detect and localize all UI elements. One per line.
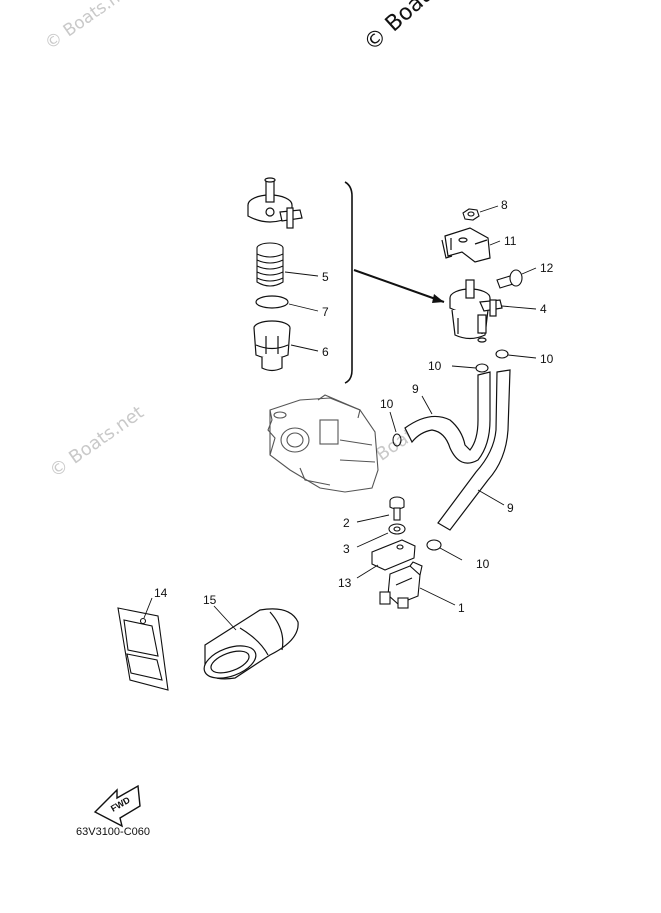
group-leader-arrowhead bbox=[432, 294, 444, 303]
leader-11 bbox=[489, 240, 501, 246]
leader-10d bbox=[439, 547, 463, 561]
bracket-screw bbox=[496, 269, 523, 289]
leader-13 bbox=[356, 564, 379, 579]
decal-sheet bbox=[117, 607, 169, 691]
leader-9a bbox=[421, 395, 433, 415]
callout-9-upper: 9 bbox=[412, 382, 419, 396]
fuel-filter-cap bbox=[247, 177, 303, 229]
callout-labels: 1 2 3 4 5 6 7 8 9 9 10 10 10 10 11 12 13… bbox=[154, 198, 554, 615]
leader-14 bbox=[143, 597, 153, 619]
leader-10c bbox=[389, 411, 397, 433]
callout-7: 7 bbox=[322, 305, 329, 319]
filter-element bbox=[256, 242, 284, 287]
carburetor-body bbox=[267, 394, 379, 493]
callout-10-right: 10 bbox=[540, 352, 554, 366]
nut bbox=[462, 208, 480, 221]
fuel-hose-upper bbox=[404, 371, 491, 464]
callout-6: 6 bbox=[322, 345, 329, 359]
hose-clip-c bbox=[392, 433, 402, 447]
callout-8: 8 bbox=[501, 198, 508, 212]
leader-1 bbox=[419, 587, 456, 606]
diagram-code: 63V3100-C060 bbox=[76, 826, 150, 838]
leader-3 bbox=[356, 532, 389, 548]
watermark-text: © Boats.net bbox=[46, 402, 148, 482]
leader-15 bbox=[213, 605, 237, 631]
forward-arrow: FWD bbox=[93, 784, 141, 828]
filter-cup bbox=[253, 320, 291, 372]
watermark-top-center: © Boats.n bbox=[359, 0, 459, 56]
leader-2 bbox=[356, 514, 390, 523]
bolt bbox=[389, 496, 405, 521]
leader-9b bbox=[477, 489, 505, 506]
intake-boot bbox=[203, 608, 299, 680]
leader-8 bbox=[479, 205, 499, 213]
callout-10-carb: 10 bbox=[380, 397, 394, 411]
watermark-text: © Boats.n bbox=[41, 0, 123, 54]
callout-5: 5 bbox=[322, 270, 329, 284]
callout-12: 12 bbox=[540, 261, 554, 275]
leader-5 bbox=[284, 271, 319, 277]
solenoid-valve bbox=[379, 561, 423, 609]
leader-7 bbox=[288, 303, 319, 312]
leader-12 bbox=[521, 267, 537, 275]
callout-3: 3 bbox=[343, 542, 350, 556]
o-ring bbox=[255, 295, 289, 309]
hose-clip-b bbox=[475, 363, 489, 373]
watermark-mid-left: © Boats.net bbox=[46, 402, 148, 482]
leader-10b bbox=[451, 365, 477, 369]
leader-10a bbox=[507, 354, 537, 359]
callout-2: 2 bbox=[343, 516, 350, 530]
callout-9-lower: 9 bbox=[507, 501, 514, 515]
hose-clip-d bbox=[426, 539, 442, 551]
watermark-text: © Boats.n bbox=[359, 0, 459, 56]
group-leader-arrow bbox=[353, 269, 445, 303]
fuel-hose-long bbox=[437, 369, 511, 531]
leader-6 bbox=[290, 344, 319, 352]
callout-4: 4 bbox=[540, 302, 547, 316]
washer bbox=[388, 523, 406, 535]
leader-4 bbox=[501, 305, 537, 310]
fuel-filter-assembly bbox=[449, 279, 503, 343]
callout-10-left: 10 bbox=[428, 359, 442, 373]
callout-13: 13 bbox=[338, 576, 352, 590]
callout-14: 14 bbox=[154, 586, 168, 600]
hose-clip-a bbox=[495, 349, 509, 359]
watermark-top-left: © Boats.n bbox=[41, 0, 123, 54]
callout-15: 15 bbox=[203, 593, 217, 607]
filter-bracket bbox=[441, 227, 491, 263]
callout-1: 1 bbox=[458, 601, 465, 615]
group-bracket bbox=[344, 181, 353, 384]
callout-10-bottom: 10 bbox=[476, 557, 490, 571]
solenoid-bracket bbox=[371, 539, 416, 571]
callout-11: 11 bbox=[504, 234, 517, 248]
